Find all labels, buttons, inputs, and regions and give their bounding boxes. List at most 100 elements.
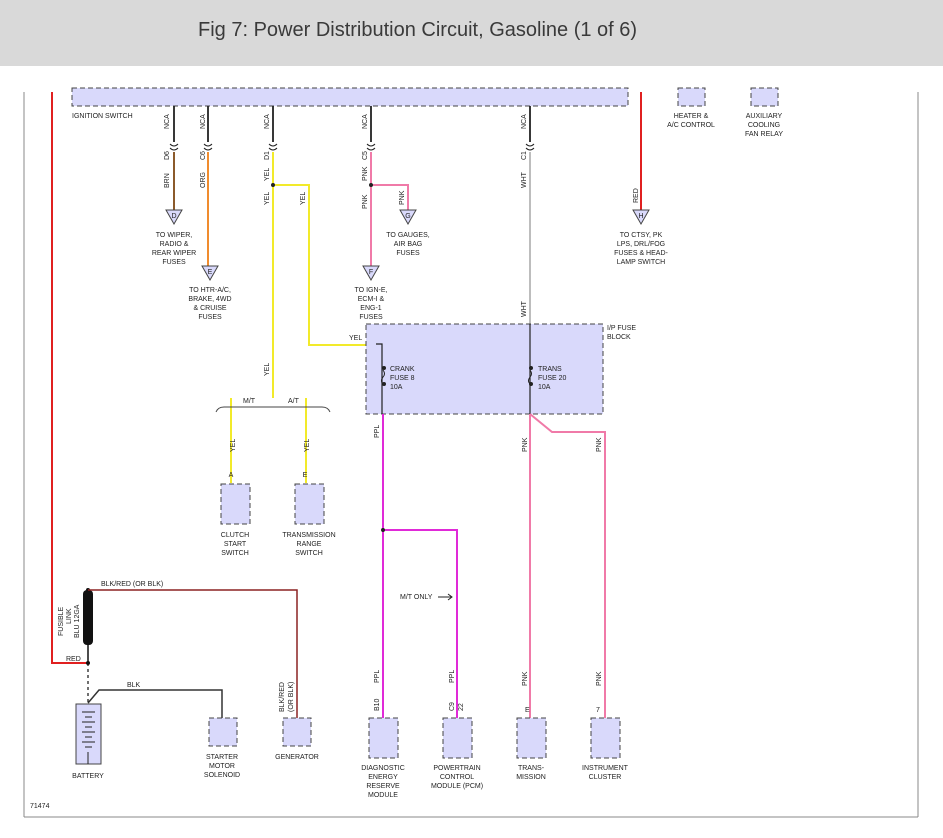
svg-text:C1: C1 [521,151,528,160]
svg-text:BLOCK: BLOCK [607,334,631,341]
svg-text:I/P FUSE: I/P FUSE [607,325,636,332]
svg-text:ORG: ORG [200,172,207,188]
svg-text:YEL: YEL [264,363,271,376]
pnk-top-wires [370,152,409,266]
svg-text:D: D [171,213,176,220]
svg-text:PNK: PNK [362,166,369,181]
svg-text:CLUTCH: CLUTCH [221,532,249,539]
svg-text:NCA: NCA [362,114,369,129]
svg-text:E: E [208,269,213,276]
svg-text:E: E [303,472,308,479]
svg-text:PPL: PPL [374,425,381,438]
svg-text:LPS, DRL/FOG: LPS, DRL/FOG [617,241,665,248]
svg-text:BLU 12GA: BLU 12GA [74,604,81,638]
connector-f: F TO IGN-E, ECM-I & ENG-1 FUSES [355,265,388,321]
mt-at-split [215,406,331,413]
svg-text:YEL: YEL [230,439,237,452]
svg-text:22: 22 [458,703,465,711]
svg-text:G: G [405,213,410,220]
svg-text:REAR WIPER: REAR WIPER [152,250,196,257]
svg-text:(OR BLK): (OR BLK) [288,682,295,712]
svg-text:BLK: BLK [127,682,141,689]
svg-text:D1: D1 [264,151,271,160]
svg-text:BRN: BRN [164,173,171,188]
svg-text:NCA: NCA [264,114,271,129]
svg-text:RED: RED [66,656,81,663]
svg-text:YEL: YEL [264,168,271,181]
battery: BATTERY [72,703,104,780]
ignition-stubs [173,106,531,142]
svg-text:START: START [224,541,247,548]
connector-g: G TO GAUGES, AIR BAG FUSES [386,209,430,257]
svg-text:FUSES & HEAD-: FUSES & HEAD- [614,250,668,257]
svg-text:TO HTR-A/C,: TO HTR-A/C, [189,287,231,294]
svg-text:D6: D6 [164,151,171,160]
svg-text:POWERTRAIN: POWERTRAIN [433,765,480,772]
svg-text:F: F [369,269,373,276]
svg-text:SOLENOID: SOLENOID [204,772,240,779]
instrument-cluster: INSTRUMENT CLUSTER [582,717,629,781]
svg-text:INSTRUMENT: INSTRUMENT [582,765,629,772]
wiring-diagram: 71474 IGNITION SWITCH HEATER & A/C CONTR… [23,87,919,818]
svg-text:RANGE: RANGE [297,541,322,548]
auxiliary-cooling-fan-relay: AUXILIARY COOLING FAN RELAY [745,87,783,138]
mt-only-label: M/T ONLY [400,594,433,601]
svg-text:TO CTSY, PK: TO CTSY, PK [620,232,663,239]
generator: GENERATOR [275,717,319,761]
svg-text:H: H [638,213,643,220]
svg-text:10A: 10A [538,384,551,391]
svg-text:ECM-I &: ECM-I & [358,296,385,303]
svg-text:SWITCH: SWITCH [295,550,323,557]
ignition-switch: IGNITION SWITCH [71,87,629,120]
diagnostic-energy-reserve-module: DIAGNOSTIC ENERGY RESERVE MODULE [361,717,405,799]
svg-text:YEL: YEL [304,439,311,452]
svg-text:YEL: YEL [349,335,362,342]
svg-text:GENERATOR: GENERATOR [275,754,319,761]
fusible-link: FUSIBLE LINK BLU 12GA [58,588,93,665]
svg-text:NCA: NCA [164,114,171,129]
svg-text:A: A [229,472,234,479]
yel-wires [230,152,368,483]
svg-text:& CRUISE: & CRUISE [193,305,226,312]
ppl-wires [382,414,458,718]
svg-text:FUSE 8: FUSE 8 [390,375,415,382]
svg-text:A/C CONTROL: A/C CONTROL [667,122,715,129]
transmission-range-switch: TRANSMISSION RANGE SWITCH [282,483,336,557]
svg-text:FUSE 20: FUSE 20 [538,375,567,382]
svg-text:PPL: PPL [374,670,381,683]
heater-ac-control: HEATER & A/C CONTROL [667,87,715,129]
svg-text:RESERVE: RESERVE [366,783,400,790]
page-title: Fig 7: Power Distribution Circuit, Gasol… [198,19,638,41]
svg-text:ENG-1: ENG-1 [360,305,382,312]
svg-text:CLUSTER: CLUSTER [589,774,622,781]
svg-text:PNK: PNK [522,671,529,686]
svg-text:WHT: WHT [521,300,528,317]
svg-text:COOLING: COOLING [748,122,780,129]
svg-text:PNK: PNK [522,437,529,452]
svg-text:DIAGNOSTIC: DIAGNOSTIC [361,765,405,772]
svg-text:FUSES: FUSES [198,314,222,321]
crank-fuse-label: CRANK [390,366,415,373]
svg-text:MODULE (PCM): MODULE (PCM) [431,783,483,790]
top-wire-labels: NCA NCA NCA NCA NCA D6 C6 D1 C5 C1 [164,114,528,160]
svg-text:LINK: LINK [66,608,73,624]
blkred-wire [88,589,298,718]
ignition-switch-label: IGNITION SWITCH [72,113,133,120]
svg-text:PNK: PNK [596,437,603,452]
svg-text:FUSES: FUSES [396,250,420,257]
blk-wire [87,689,223,718]
svg-text:YEL: YEL [300,192,307,205]
svg-text:BATTERY: BATTERY [72,773,104,780]
svg-text:NCA: NCA [521,114,528,129]
svg-text:PNK: PNK [362,194,369,209]
svg-text:PNK: PNK [596,671,603,686]
svg-text:BLK/RED: BLK/RED [279,682,286,712]
connector-breaks [169,143,535,151]
svg-text:MODULE: MODULE [368,792,398,799]
svg-text:RED: RED [633,188,640,203]
svg-text:FAN RELAY: FAN RELAY [745,131,783,138]
red-main-feed [51,92,88,664]
pnk-lower-wires [529,413,606,718]
svg-text:STARTER: STARTER [206,754,238,761]
svg-text:AIR BAG: AIR BAG [394,241,422,248]
